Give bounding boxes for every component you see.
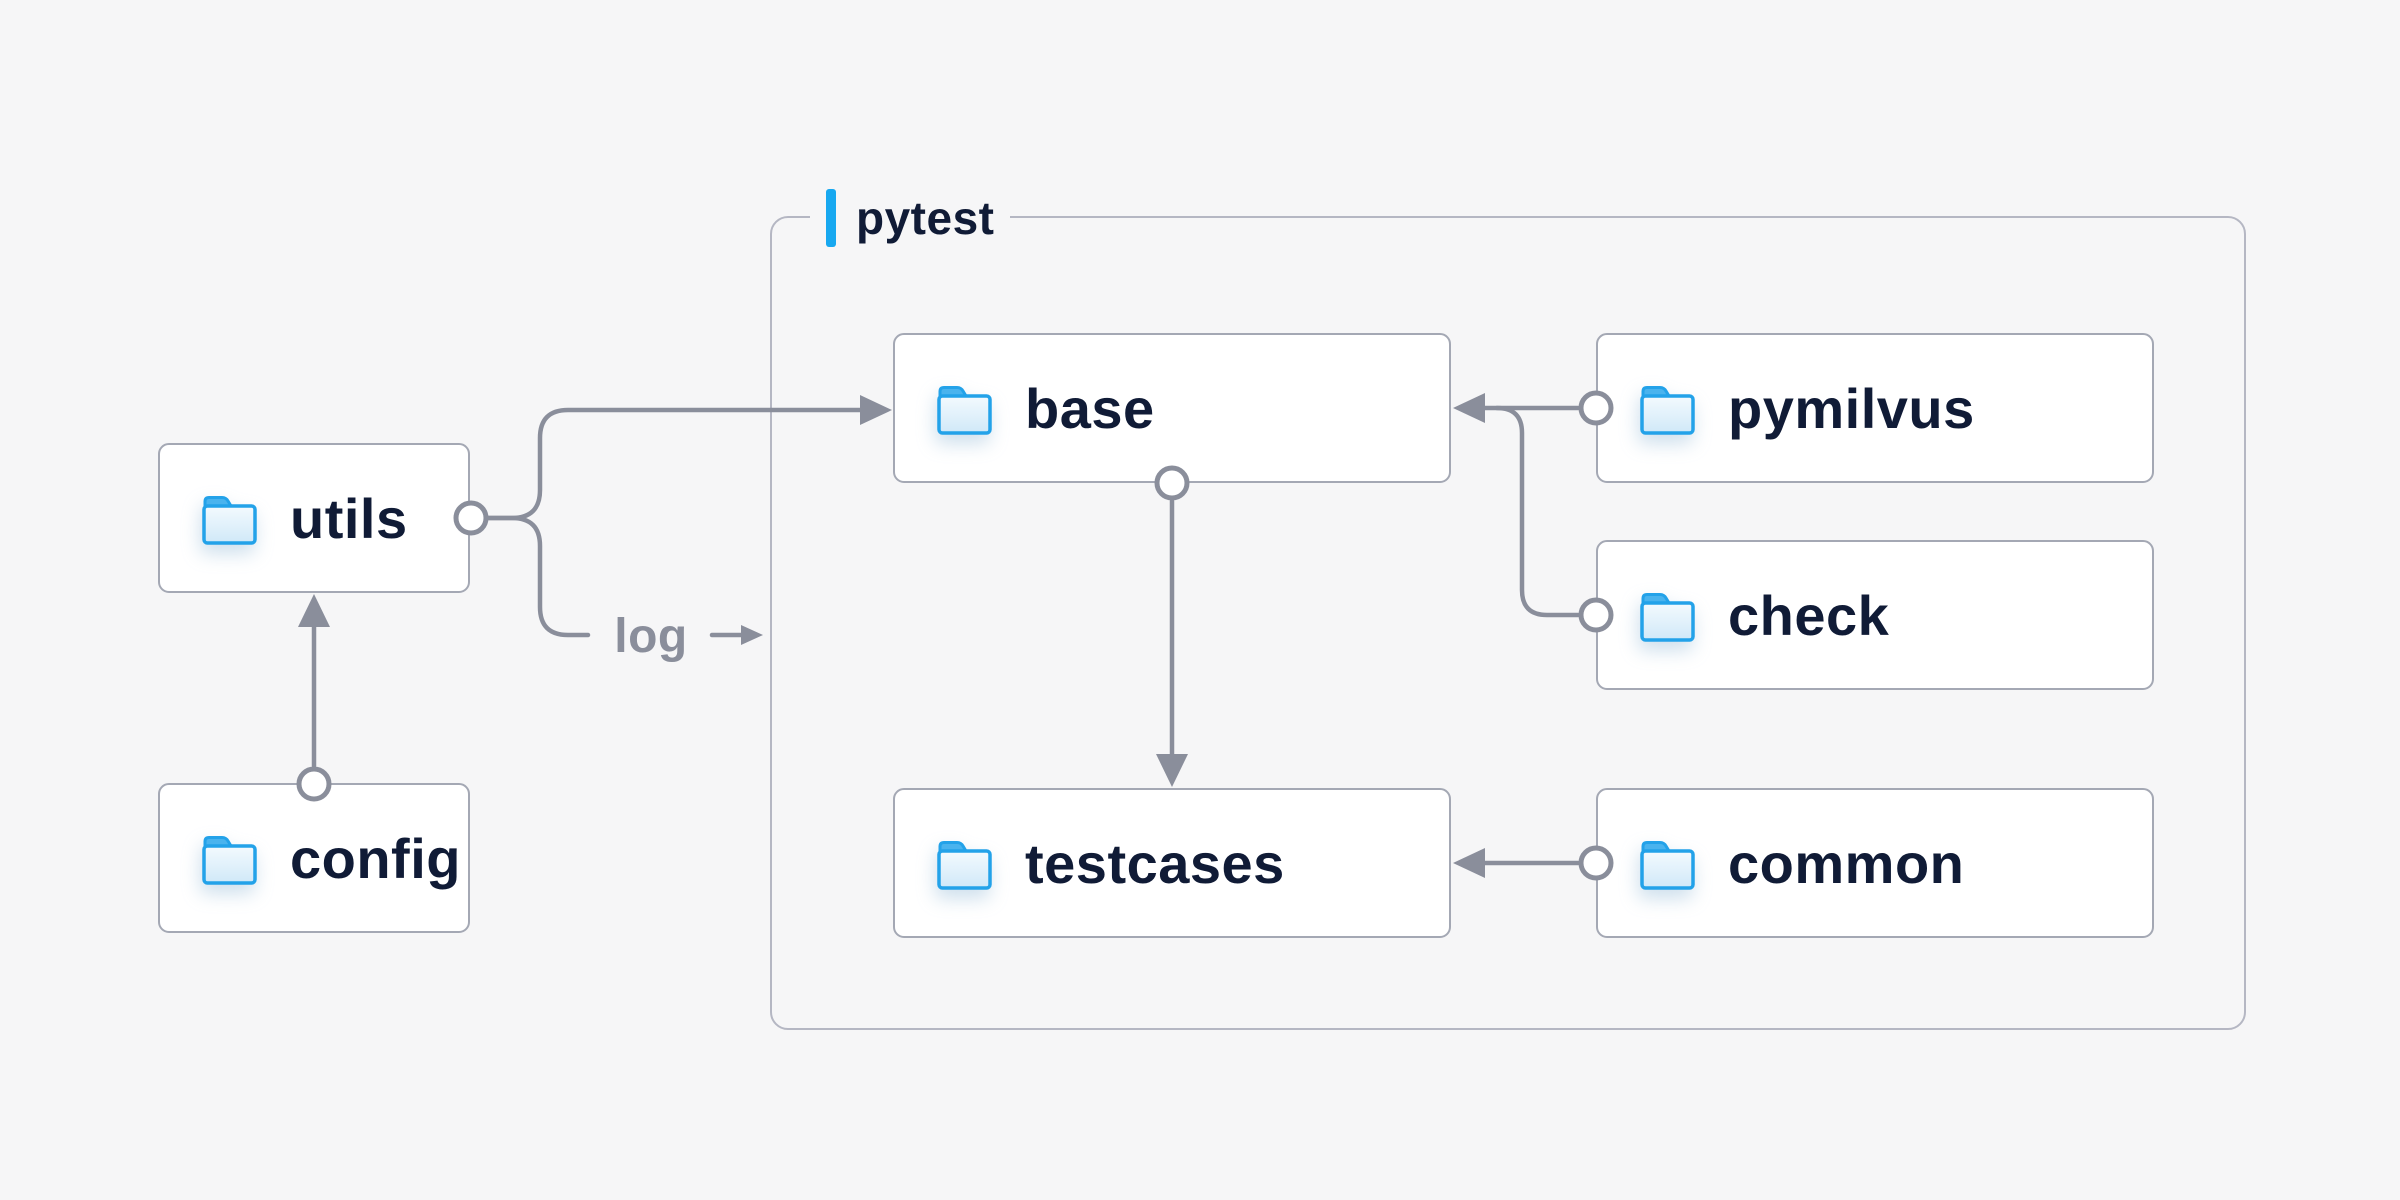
node-label: utils <box>290 486 408 550</box>
folder-icon <box>1640 841 1695 890</box>
folder-icon <box>202 836 257 885</box>
edge-config-to-utils <box>296 594 332 802</box>
arrowhead-up <box>298 594 330 627</box>
pytest-group: pytest <box>770 187 2246 1030</box>
node-label: config <box>290 826 461 890</box>
edge-label-log: log <box>614 609 688 663</box>
node-label: testcases <box>1025 831 1285 895</box>
node-label: base <box>1025 376 1155 440</box>
node-label: common <box>1728 831 1965 895</box>
node-utils: utils <box>158 443 470 593</box>
node-check: check <box>1596 540 2154 690</box>
folder-icon <box>937 841 992 890</box>
node-base: base <box>893 333 1451 483</box>
folder-icon <box>1640 593 1695 642</box>
node-common: common <box>1596 788 2154 938</box>
arrowhead-right-small <box>741 625 763 645</box>
accent-bar <box>826 189 836 247</box>
group-title: pytest <box>856 192 995 244</box>
pytest-group-label: pytest <box>810 187 1011 249</box>
node-config: config <box>158 783 470 933</box>
node-label: check <box>1728 583 1890 647</box>
node-label: pymilvus <box>1728 376 1975 440</box>
node-pymilvus: pymilvus <box>1596 333 2154 483</box>
folder-icon <box>1640 386 1695 435</box>
folder-icon <box>202 496 257 545</box>
node-testcases: testcases <box>893 788 1451 938</box>
folder-icon <box>937 386 992 435</box>
